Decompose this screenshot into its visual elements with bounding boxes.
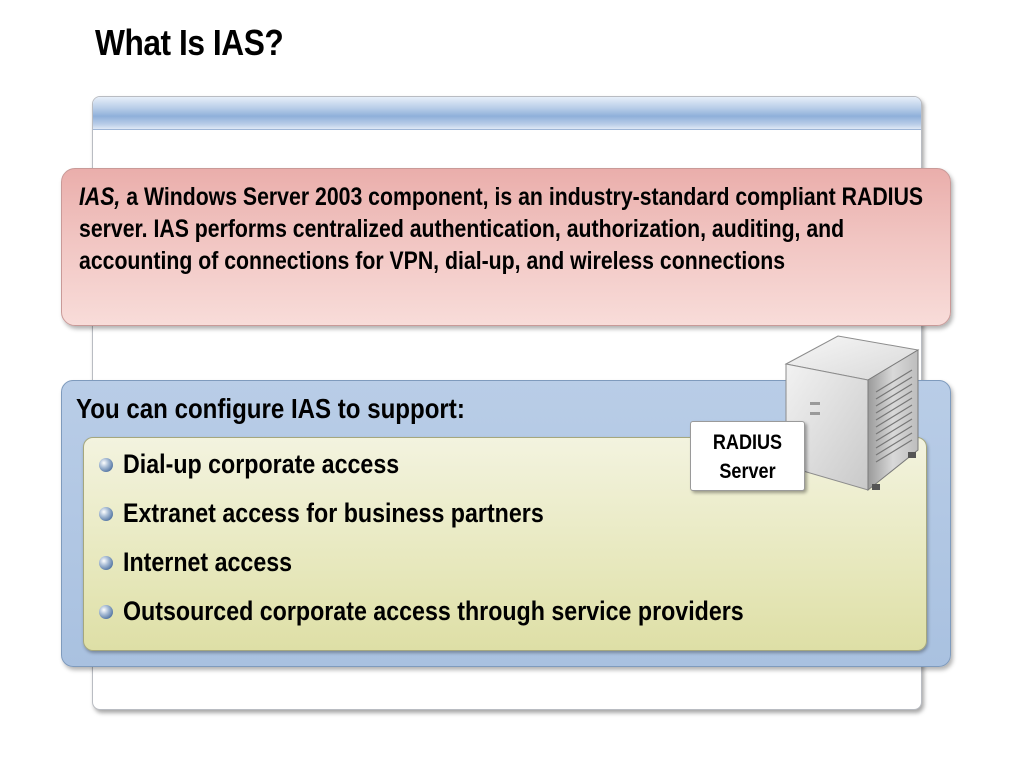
radius-server-label-line2: Server bbox=[719, 460, 776, 483]
support-list: Dial-up corporate access Extranet access… bbox=[99, 448, 845, 644]
definition-body: a Windows Server 2003 component, is an i… bbox=[79, 183, 924, 275]
server-icon bbox=[784, 335, 920, 492]
list-item-label: Internet access bbox=[123, 547, 293, 577]
bullet-icon bbox=[99, 507, 113, 521]
list-item: Internet access bbox=[99, 546, 845, 595]
list-item: Dial-up corporate access bbox=[99, 448, 845, 497]
list-item-label: Outsourced corporate access through serv… bbox=[123, 596, 744, 626]
definition-box: IAS, a Windows Server 2003 component, is… bbox=[61, 168, 951, 326]
radius-server-label: RADIUS Server bbox=[690, 421, 805, 491]
list-item: Extranet access for business partners bbox=[99, 497, 845, 546]
bullet-icon bbox=[99, 458, 113, 472]
definition-term: IAS, bbox=[79, 183, 121, 211]
list-item-label: Dial-up corporate access bbox=[123, 449, 400, 479]
panel-header-band bbox=[93, 97, 921, 130]
definition-text: IAS, a Windows Server 2003 component, is… bbox=[79, 181, 933, 277]
list-item: Outsourced corporate access through serv… bbox=[99, 595, 845, 644]
bullet-icon bbox=[99, 556, 113, 570]
radius-server-label-line1: RADIUS bbox=[712, 431, 783, 454]
slide-title: What Is IAS? bbox=[95, 22, 284, 63]
support-list-box: Dial-up corporate access Extranet access… bbox=[83, 437, 927, 651]
bullet-icon bbox=[99, 605, 113, 619]
list-item-label: Extranet access for business partners bbox=[123, 498, 544, 528]
support-heading: You can configure IAS to support: bbox=[76, 393, 465, 424]
